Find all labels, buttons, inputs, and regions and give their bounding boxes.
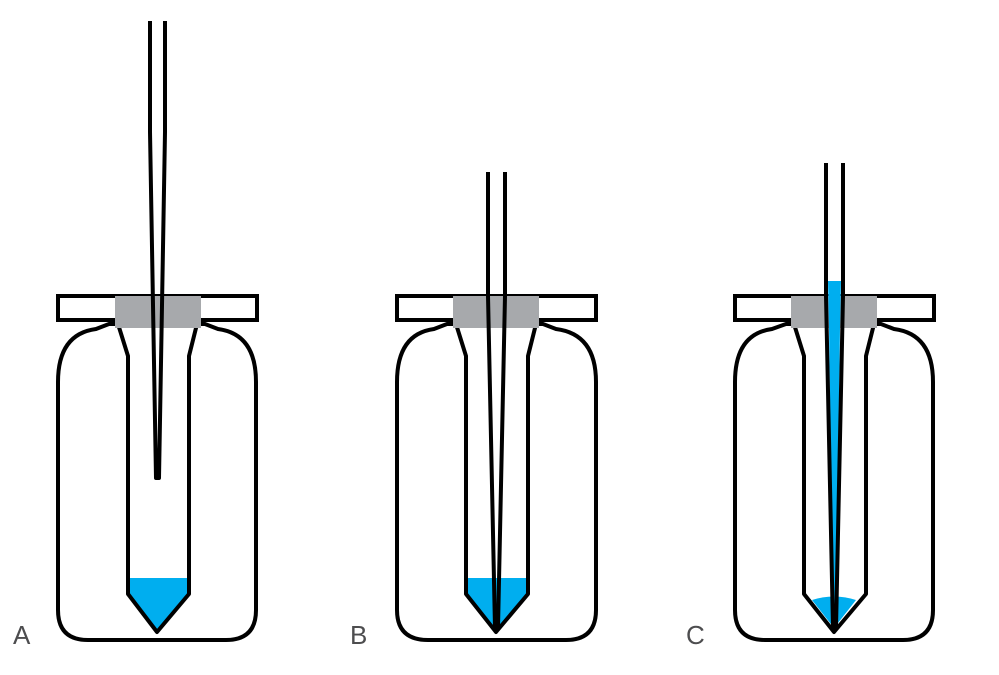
liquid-a xyxy=(126,578,189,632)
panel-a xyxy=(56,21,259,642)
cap-septum-a xyxy=(115,296,201,328)
insert-tube-c xyxy=(792,323,876,634)
liquid-in-tip-c xyxy=(828,281,841,615)
panel-b xyxy=(395,172,598,642)
vial-body-a xyxy=(56,322,258,642)
panel-label-a: A xyxy=(13,620,31,650)
panel-c xyxy=(733,163,936,642)
pipette-tip-b xyxy=(486,172,507,630)
insert-tube-b xyxy=(454,323,538,634)
panel-label-b: B xyxy=(350,620,368,650)
vial-body-b xyxy=(395,322,598,642)
pipette-tip-a xyxy=(148,21,167,480)
cap-septum-b xyxy=(453,296,539,328)
panel-label-c: C xyxy=(686,620,705,650)
insert-tube-a xyxy=(116,323,199,634)
pipette-tip-c xyxy=(824,163,845,630)
